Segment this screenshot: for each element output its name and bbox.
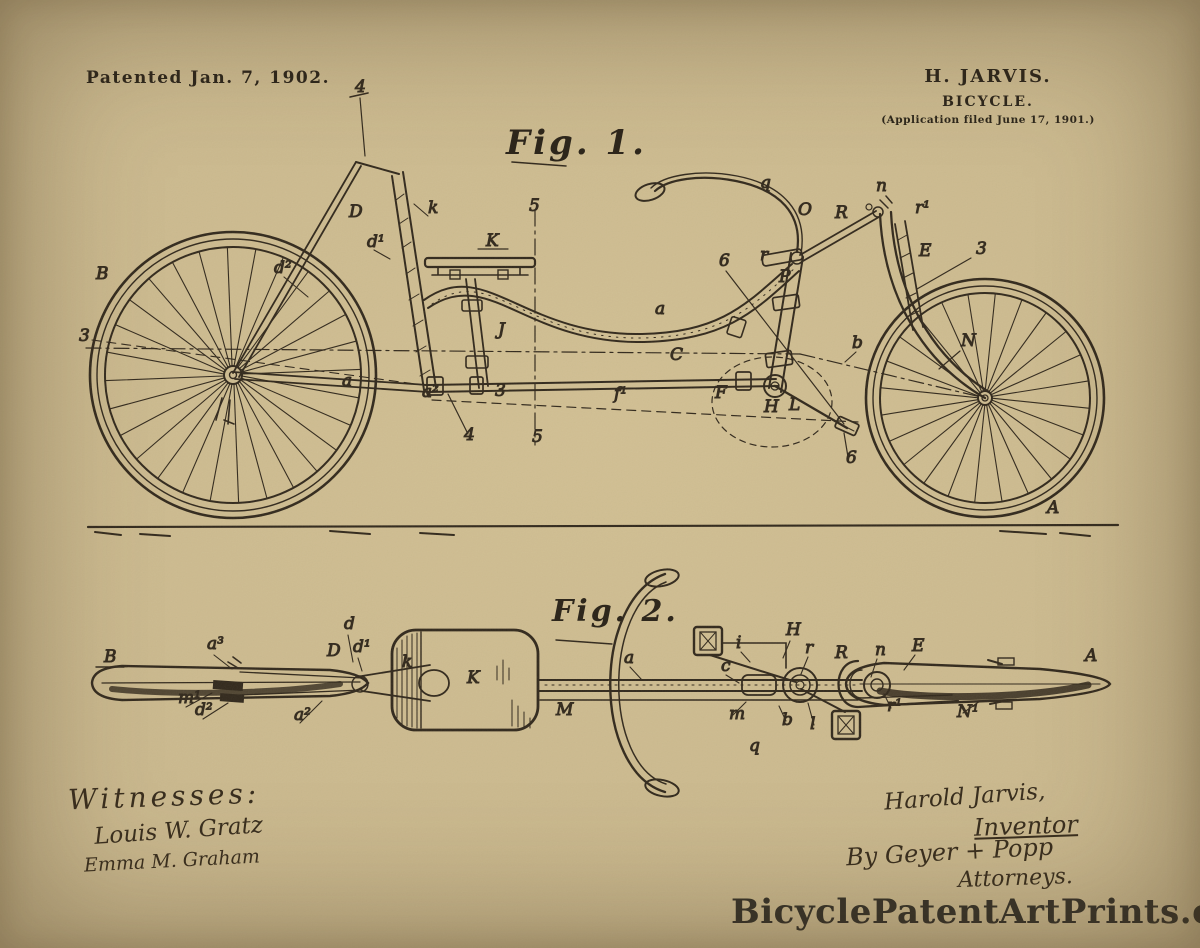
fig1-caption: Fig. 1. [506,123,647,163]
inventor-name: H. JARVIS. [924,66,1052,87]
header-right-block: H. JARVIS. BICYCLE. (Application filed J… [858,66,1118,126]
fig2-caption: Fig. 2. [552,594,679,629]
patent-title: BICYCLE. [942,94,1034,110]
application-line: (Application filed June 17, 1901.) [881,114,1095,126]
watermark: BicyclePatentArtPrints.com [731,892,1200,932]
witnesses-heading: Witnesses: [67,776,261,817]
patent-date: Patented Jan. 7, 1902. [86,68,330,88]
attorneys-word: Attorneys. [957,864,1074,893]
